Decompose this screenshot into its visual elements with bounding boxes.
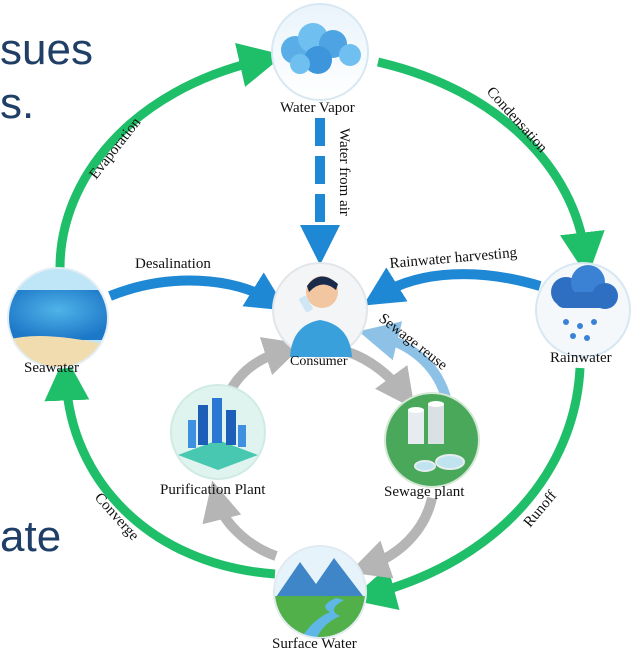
- converge-arrow: [44, 355, 276, 579]
- background-text-2: s.: [0, 79, 35, 128]
- surface-water-label: Surface Water: [272, 636, 357, 652]
- rainwater-node: [535, 262, 631, 358]
- background-text-3: ate: [0, 512, 62, 561]
- evaporation-arrow: [55, 43, 284, 269]
- sewage-to-surface-arrow: [349, 496, 437, 579]
- sewage-reuse-arrow: [358, 321, 452, 404]
- purification-plant-label: Purification Plant: [160, 482, 266, 498]
- surface-to-purification-arrow: [202, 480, 278, 561]
- person-drinking-icon: [290, 276, 352, 357]
- water-vapor-label: Water Vapor: [280, 100, 355, 116]
- purification-plant-node: [170, 384, 266, 480]
- rain-cloud-icon: [551, 265, 618, 341]
- sewage-plant-node: [384, 392, 480, 488]
- consumer-label: Consumer: [290, 354, 348, 369]
- runoff-arrow: [350, 367, 585, 610]
- seawater-node: [7, 267, 109, 369]
- condensation-arrow: [376, 57, 605, 278]
- surface-water-node: [273, 545, 367, 639]
- consumer-node: [272, 262, 368, 358]
- desalination-label: Desalination: [135, 256, 211, 272]
- rainwater-harvesting-arrow: [363, 267, 542, 306]
- rainwater-harvesting-label: Rainwater harvesting: [389, 245, 518, 272]
- seawater-label: Seawater: [24, 360, 79, 376]
- sewage-plant-label: Sewage plant: [384, 484, 465, 500]
- rainwater-label: Rainwater: [550, 350, 612, 366]
- condensation-label: Condensation: [483, 84, 550, 156]
- evaporation-label: Evaporation: [87, 114, 145, 182]
- water-from-air-label: Water from air: [336, 128, 352, 216]
- water-vapor-node: [271, 3, 369, 101]
- desalination-arrow: [108, 272, 287, 311]
- factory-icon: [178, 398, 258, 470]
- background-text-1: sues: [0, 25, 93, 74]
- cloud-icon: [281, 23, 361, 74]
- consumer-to-sewage-arrow: [346, 347, 415, 410]
- treatment-plant-icon: [408, 401, 465, 472]
